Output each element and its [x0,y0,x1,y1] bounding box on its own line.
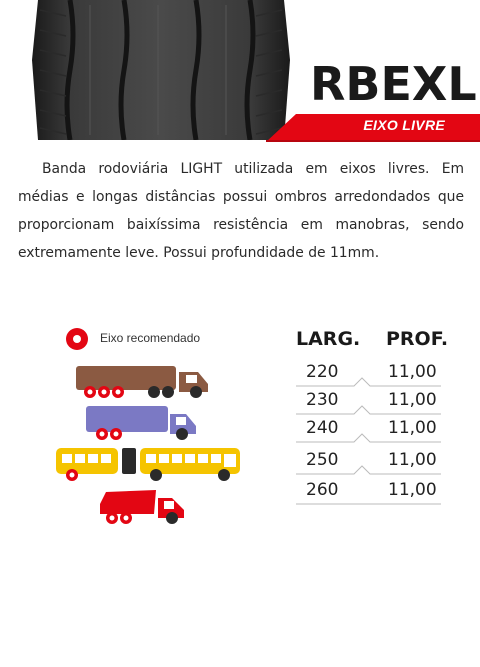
depth-value: 11,00 [388,450,437,470]
width-value: 260 [306,480,339,500]
table-row: 260 11,00 [296,478,441,506]
product-description: Banda rodoviária LIGHT utilizada em eixo… [18,161,464,261]
axle-label: EIXO LIVRE [363,117,445,133]
table-row: 220 11,00 [296,360,441,388]
table-row: 230 11,00 [296,388,441,416]
column-header-depth: PROF. [386,328,449,350]
depth-value: 11,00 [388,418,437,438]
tire-tread-image [32,0,290,140]
width-value: 230 [306,390,339,410]
width-value: 220 [306,362,339,382]
dump-truck-icon [100,490,184,524]
depth-value: 11,00 [388,390,437,410]
width-value: 240 [306,418,339,438]
truck-trailer-icon [76,366,208,398]
axle-ribbon [266,114,480,142]
box-truck-icon [86,406,196,440]
bus-icon [56,448,240,481]
legend: Eixo recomendado [66,326,256,350]
table-row: 240 11,00 [296,416,441,444]
legend-label: Eixo recomendado [100,331,201,345]
recommended-dot-icon [66,328,88,350]
product-model: RBEXL [310,57,477,111]
table-row: 250 11,00 [296,448,441,476]
depth-value: 11,00 [388,362,437,382]
width-value: 250 [306,450,339,470]
column-header-width: LARG. [296,328,361,350]
depth-value: 11,00 [388,480,437,500]
